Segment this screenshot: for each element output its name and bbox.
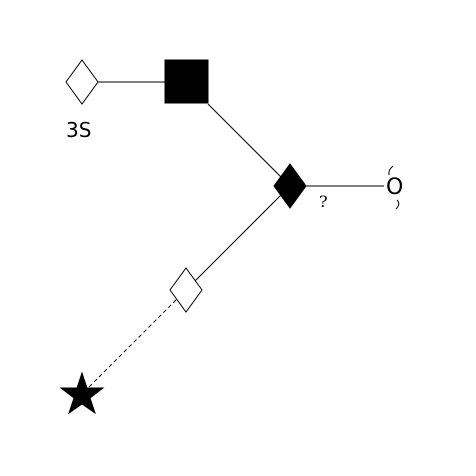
open-diamond-top-node (65, 59, 99, 105)
edge-lower-diamond-to-star (81, 289, 187, 395)
paren-right (395, 199, 400, 210)
open-diamond-lower-node (169, 267, 203, 313)
label-3s: 3S (66, 118, 91, 142)
filled-square-node (164, 59, 209, 104)
filled-star-node (59, 371, 105, 415)
edge-filled-diamond-to-lower-diamond (185, 185, 291, 291)
filled-diamond-node (273, 163, 307, 209)
edge-square-to-filled-diamond (207, 103, 291, 187)
label-question: ? (319, 192, 328, 211)
paren-left (388, 165, 394, 176)
label-o: O (386, 175, 403, 200)
